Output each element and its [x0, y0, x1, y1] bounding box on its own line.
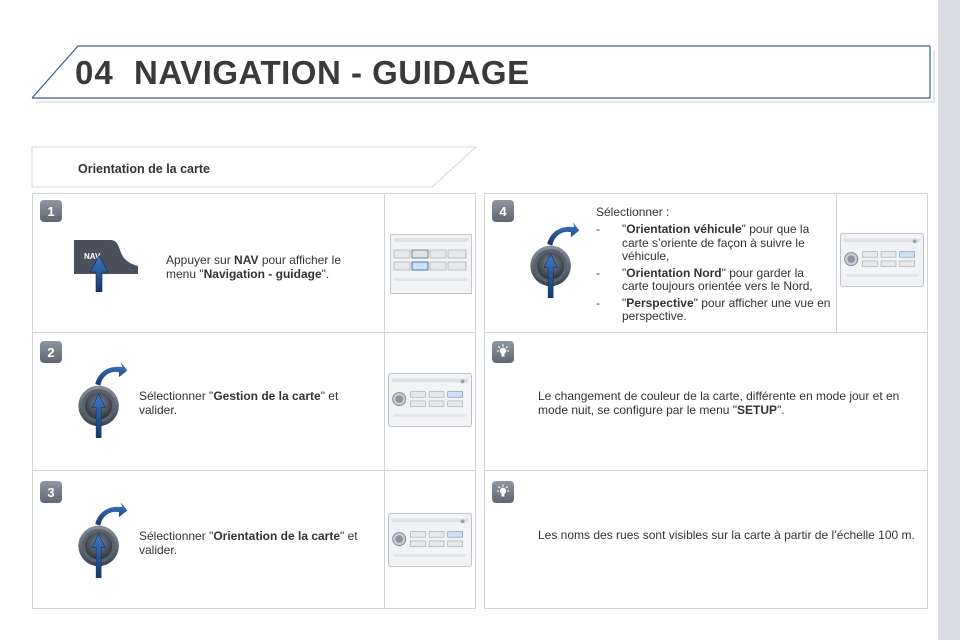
- step-number-1: 1: [40, 200, 62, 222]
- radio-panel-thumbnail: [388, 512, 472, 568]
- step-4-intro: Sélectionner :: [596, 205, 670, 219]
- step-number-2: 2: [40, 341, 62, 363]
- step-3-text: Sélectionner "Orientation de la carte" e…: [139, 529, 358, 557]
- tip-1-text: Le changement de couleur de la carte, di…: [538, 389, 900, 417]
- rotary-knob-icon: [72, 502, 132, 578]
- nav-button-icon: NAV: [74, 240, 138, 292]
- divider: [484, 332, 928, 333]
- list-item: - "Orientation Nord" pour garder la cart…: [596, 265, 813, 293]
- section-title: Orientation de la carte: [78, 162, 210, 176]
- step-1-text: Appuyer sur NAV pour afficher le menu "N…: [166, 253, 341, 281]
- lightbulb-icon: [492, 341, 514, 363]
- lightbulb-icon: [492, 481, 514, 503]
- step-number-3: 3: [40, 481, 62, 503]
- step-2-text: Sélectionner "Gestion de la carte" et va…: [139, 389, 339, 417]
- divider: [32, 332, 476, 333]
- header-frame: [31, 45, 935, 103]
- step-number-4: 4: [492, 200, 514, 222]
- rotary-knob-icon: [72, 362, 132, 438]
- divider: [384, 193, 385, 609]
- nav-button-label: NAV: [84, 252, 101, 261]
- page-title: NAVIGATION - GUIDAGE: [134, 54, 530, 91]
- list-item: - "Orientation véhicule" pour que la car…: [596, 222, 810, 263]
- radio-panel-thumbnail: [840, 232, 924, 288]
- orientation-options-list: - "Orientation véhicule" pour que la car…: [596, 222, 832, 327]
- section-frame: [31, 146, 478, 188]
- rotary-knob-icon: [524, 222, 584, 298]
- radio-panel-thumbnail: [390, 234, 472, 294]
- divider: [484, 470, 928, 471]
- tip-2-text: Les noms des rues sont visibles sur la c…: [538, 528, 915, 542]
- list-item: - "Perspective" pour afficher une vue en…: [596, 295, 831, 323]
- chapter-number: 04: [75, 54, 114, 91]
- page-side-strip: [938, 0, 960, 640]
- radio-panel-thumbnail: [388, 372, 472, 428]
- divider: [32, 470, 476, 471]
- divider: [836, 193, 837, 333]
